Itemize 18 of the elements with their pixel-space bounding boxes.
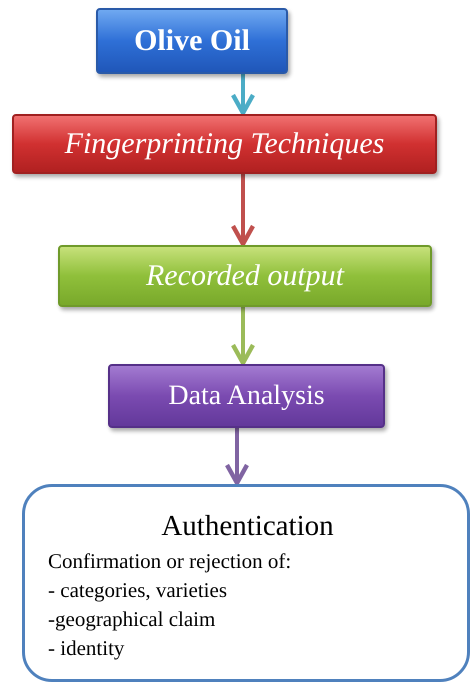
box-label: Fingerprinting Techniques: [64, 127, 384, 161]
process-box: [96, 8, 288, 74]
arrow: [230, 307, 256, 366]
body-text: Confirmation or rejection of:: [48, 548, 292, 575]
arrow: [224, 428, 250, 486]
process-box: [108, 364, 385, 428]
list-item: -geographical claim: [48, 606, 216, 633]
list-item: - categories, varieties: [48, 577, 227, 604]
box-label: Recorded output: [146, 259, 344, 293]
box-label: Olive Oil: [134, 24, 250, 58]
rounded-panel: [22, 484, 470, 682]
process-box: [58, 245, 432, 307]
panel-heading: Authentication: [161, 509, 334, 543]
arrow: [230, 74, 256, 116]
list-item: - identity: [48, 635, 124, 662]
process-box: [12, 114, 437, 174]
arrow: [230, 174, 256, 246]
box-label: Data Analysis: [168, 380, 325, 412]
